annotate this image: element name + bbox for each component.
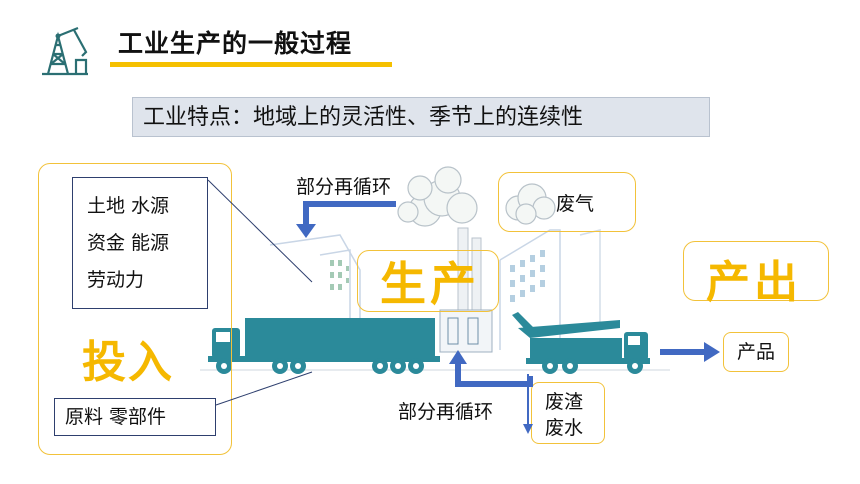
factor-land-water: 土地 水源 — [87, 195, 170, 217]
production-panel — [357, 250, 499, 312]
recycle-top-label: 部分再循环 — [296, 176, 392, 198]
waste-solid-water-panel — [531, 382, 605, 444]
factory-icon — [439, 309, 493, 353]
waste-water-label: 废水 — [545, 417, 584, 439]
output-panel — [683, 241, 829, 301]
arrow-down-icon — [296, 224, 316, 238]
product-box: 产品 — [723, 332, 789, 372]
output-label: 产出 — [706, 257, 802, 308]
input-label: 投入 — [82, 337, 174, 388]
recycle-bottom-label: 部分再循环 — [398, 401, 494, 423]
oil-derrick-icon — [42, 26, 88, 76]
factor-capital-energy: 资金 能源 — [87, 232, 170, 254]
smoke-cloud-icon — [397, 166, 478, 227]
waste-cloud-icon — [505, 183, 556, 225]
arrow-down-small-icon — [523, 424, 533, 434]
page-title: 工业生产的一般过程 — [118, 29, 353, 58]
production-label: 生产 — [380, 257, 480, 311]
arrow-right-icon — [704, 342, 720, 362]
truck-icon — [208, 318, 440, 374]
title-underline — [110, 62, 392, 67]
waste-gas-label: 废气 — [556, 193, 595, 215]
waste-slag-label: 废渣 — [545, 391, 584, 413]
materials-box: 原料 零部件 — [54, 398, 216, 436]
factors-box: 土地 水源 资金 能源 劳动力 — [72, 177, 208, 309]
waste-gas-panel — [498, 172, 636, 232]
arrow-up-icon — [449, 350, 467, 364]
industrial-scene — [200, 166, 670, 374]
factor-labor: 劳动力 — [87, 269, 145, 291]
feature-banner: 工业特点：地域上的灵活性、季节上的连续性 — [132, 97, 710, 137]
input-panel — [38, 163, 232, 455]
